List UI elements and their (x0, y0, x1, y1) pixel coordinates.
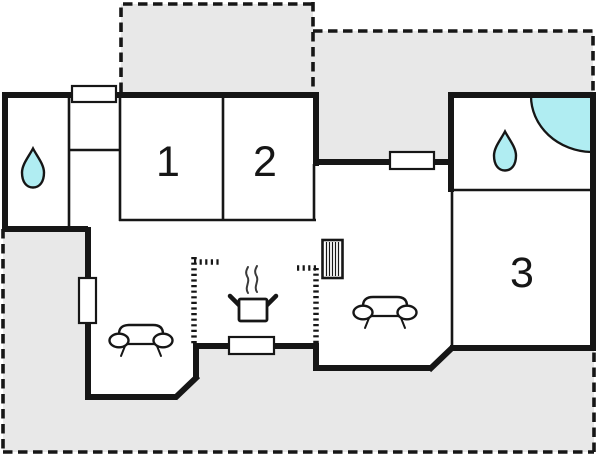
room-2-label: 2 (253, 138, 277, 186)
windows (70, 84, 436, 356)
radiator-icon (321, 238, 344, 280)
patio-dashed-border-bottom (1, 229, 596, 454)
interior-walls (67, 95, 593, 348)
cooking-pot-icon (227, 293, 279, 323)
patio-dashed-border-top (119, 2, 595, 92)
sofa-icon (352, 295, 418, 330)
water-drop-icon (20, 145, 46, 189)
window-icon (70, 84, 118, 104)
window-icon (77, 276, 98, 325)
kitchen-partition-dotted (191, 257, 319, 345)
sofa-icon (108, 323, 174, 358)
steam-icon (245, 265, 259, 294)
room-1-label: 1 (156, 138, 180, 186)
room-3-label: 3 (510, 249, 534, 297)
window-icon (227, 335, 276, 356)
patio-area-top (121, 4, 593, 163)
corner-shower-arc (529, 95, 592, 154)
patio-area-bottom (3, 229, 594, 452)
corner-shower-icon (531, 96, 591, 152)
water-drop-icon (492, 128, 518, 172)
window-icon (388, 150, 436, 171)
